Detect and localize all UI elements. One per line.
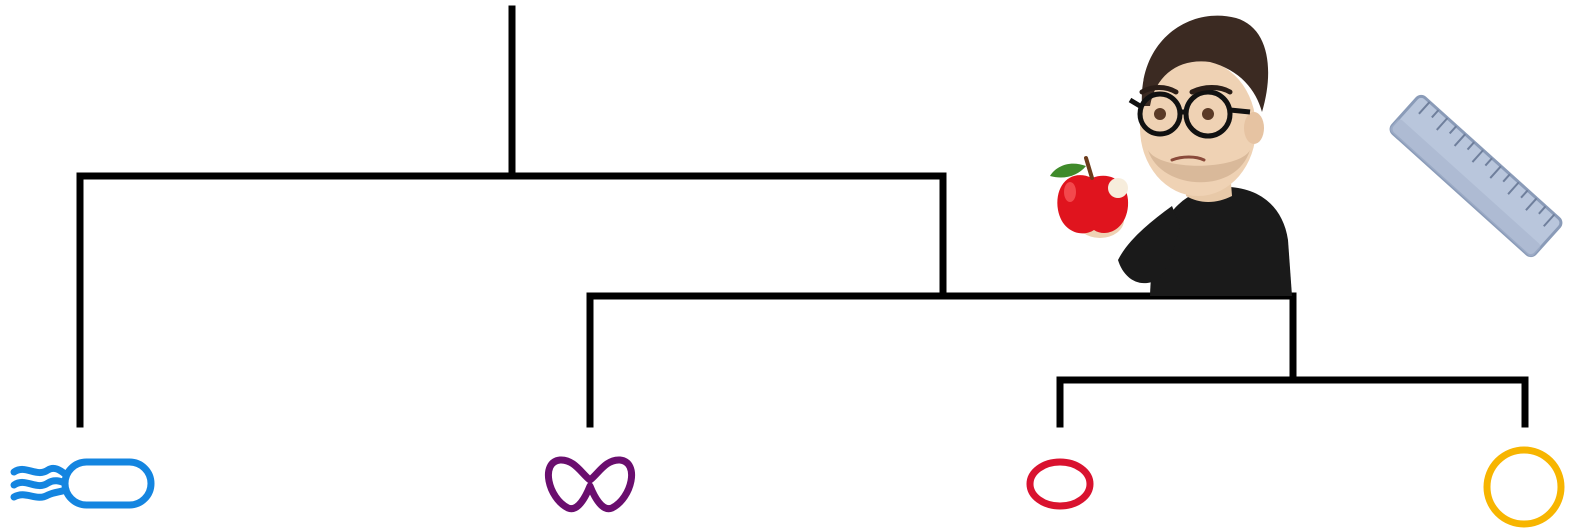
leaf-red-oval-icon <box>1026 458 1094 510</box>
leaf-purple-wavy-icon <box>545 456 635 513</box>
person-holding-apple-icon <box>1050 15 1292 296</box>
leaf-yellow-circle-icon <box>1483 446 1565 528</box>
ruler-icon <box>1389 94 1563 258</box>
leaf-blue-stadium-icon <box>10 458 155 509</box>
tree-edges <box>76 5 1529 428</box>
